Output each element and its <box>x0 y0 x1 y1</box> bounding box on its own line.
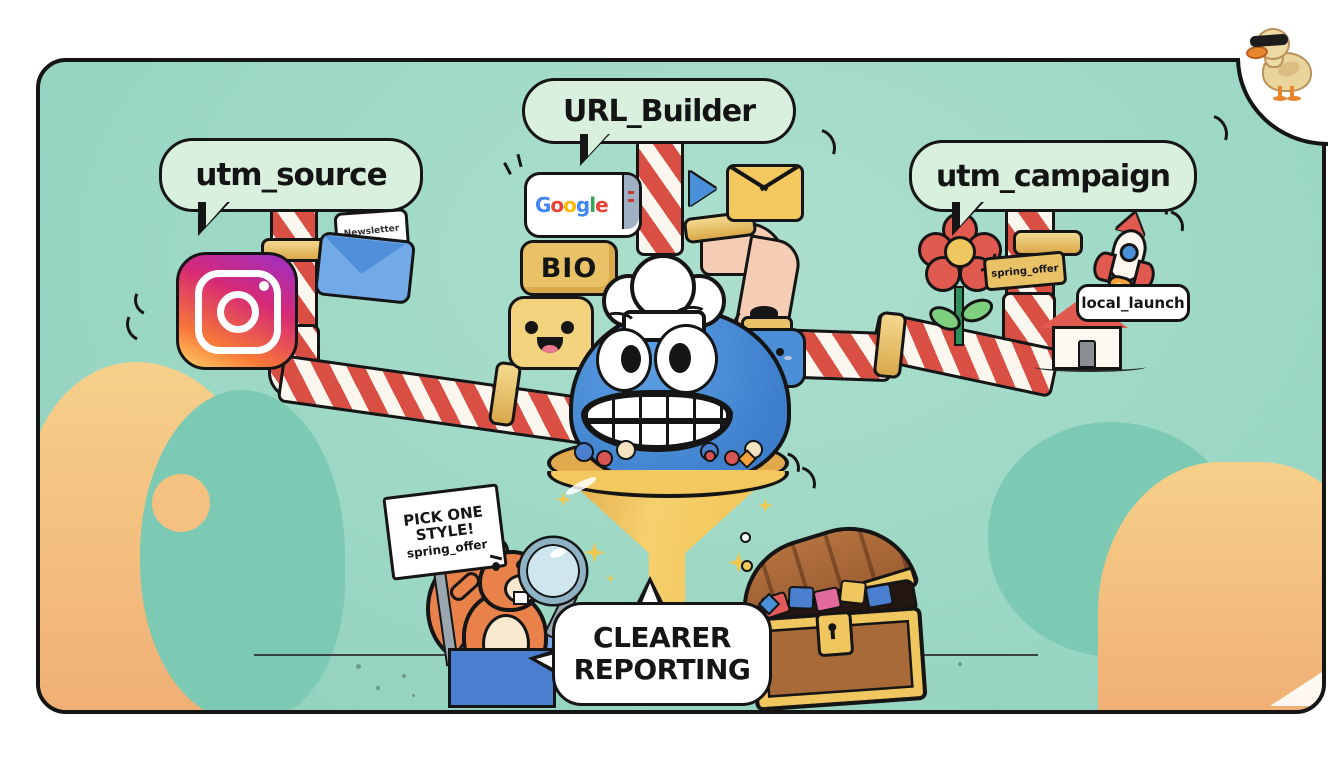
squirrel-eye <box>492 562 500 571</box>
background-circle-orange <box>152 474 210 532</box>
google-letter: e <box>595 193 609 217</box>
ground-speckle <box>402 674 406 678</box>
instagram-camera-frame <box>195 270 281 354</box>
smiley-mouth <box>537 337 563 353</box>
duck-leg <box>1290 86 1294 97</box>
edge-mark <box>628 191 634 194</box>
motion-lines <box>516 153 523 168</box>
character-cheek <box>784 356 792 360</box>
instagram-lens <box>217 291 259 333</box>
google-wordmark: Google <box>535 193 609 217</box>
confetti-dot <box>741 560 753 572</box>
url-builder-label: URL_Builder <box>563 93 756 129</box>
yellow-envelope <box>726 164 804 222</box>
envelope-flap-line <box>759 167 801 191</box>
motion-lines <box>503 162 512 175</box>
smiley-card <box>508 296 594 370</box>
smiley-eye <box>525 321 538 334</box>
local-launch-label: local_launch <box>1076 284 1190 322</box>
reporting-bubble-tail-top <box>641 583 659 605</box>
google-letter: l <box>589 193 596 217</box>
google-letter: o <box>563 193 577 217</box>
confetti-dot <box>740 532 751 543</box>
google-letter: g <box>575 193 590 217</box>
card-edge-strip <box>622 175 639 229</box>
chest-gem <box>864 582 894 609</box>
house-door <box>1078 340 1096 368</box>
edge-mark <box>628 199 634 202</box>
monster-eye <box>654 324 718 394</box>
flower-center <box>944 236 976 268</box>
ground-speckle <box>412 694 415 697</box>
magnifier-glass <box>520 538 586 604</box>
utm-campaign-bubble-tail-fill <box>960 200 983 226</box>
google-letter: G <box>535 193 551 217</box>
utm-source-bubble: utm_source <box>159 138 423 212</box>
reporting-line-1: CLEARER <box>593 620 731 654</box>
house-ground-line <box>1034 362 1146 372</box>
confetti-dot <box>704 450 716 462</box>
main-panel: Newsletter Google BIO <box>36 58 1326 714</box>
chef-hat-puff <box>630 254 696 320</box>
utm-campaign-bubble: utm_campaign <box>909 140 1197 212</box>
spring-offer-tag-label: spring_offer <box>990 262 1060 280</box>
utm-campaign-label: utm_campaign <box>935 158 1171 194</box>
magnifier-glint <box>549 546 567 560</box>
monster-pupil <box>621 345 641 373</box>
background-blob-teal-left <box>140 390 345 710</box>
candy <box>596 450 613 467</box>
sparkle-icon <box>758 498 773 513</box>
instagram-dot <box>259 281 269 291</box>
clearer-reporting-bubble: CLEARER REPORTING <box>552 602 772 706</box>
smiley-tongue <box>542 345 558 353</box>
candy <box>574 442 594 462</box>
url-builder-bubble: URL_Builder <box>522 78 796 144</box>
chest-gem <box>787 585 815 610</box>
pipe-coupling <box>872 310 908 380</box>
squirrel-teeth <box>513 591 529 605</box>
utm-source-bubble-tail-fill <box>206 200 229 226</box>
google-letter: o <box>550 193 564 217</box>
character-eye <box>776 348 784 356</box>
candy <box>616 440 636 460</box>
red-flower <box>916 212 1002 346</box>
bio-label: BIO <box>540 252 598 284</box>
monster-teeth <box>588 397 726 445</box>
sparkle-icon <box>606 574 615 583</box>
chest-gem <box>838 579 868 605</box>
instagram-logo <box>176 252 298 370</box>
url-builder-bubble-tail-fill <box>588 132 610 156</box>
utm-source-label: utm_source <box>195 157 387 193</box>
ground-speckle <box>958 662 962 666</box>
bio-link-badge: BIO <box>520 240 618 296</box>
pipe-center-vertical <box>636 128 684 256</box>
smiley-eye <box>561 321 574 334</box>
monster-eye <box>596 328 652 392</box>
play-arrow-icon <box>690 172 716 206</box>
google-search-card: Google <box>524 172 642 238</box>
reporting-line-2: REPORTING <box>573 653 751 686</box>
duck-with-sunglasses-icon <box>1245 12 1320 108</box>
ground-speckle <box>376 686 380 690</box>
ground-speckle <box>356 664 361 669</box>
monster-pupil <box>669 343 691 373</box>
duck-leg <box>1278 86 1282 97</box>
newsletter-envelope: Newsletter <box>313 205 419 311</box>
pick-one-style-sign: PICK ONE STYLE! spring_offer <box>382 483 508 581</box>
monster-grin <box>581 390 733 452</box>
background-blob-orange-right <box>1098 462 1322 710</box>
chest-keyhole-stem <box>830 629 836 640</box>
duck-foot <box>1287 96 1301 101</box>
sparkle-icon <box>584 542 605 563</box>
spring-offer-tag: spring_offer <box>982 250 1068 292</box>
chest-keyhole-plate <box>815 610 855 658</box>
duck-foot <box>1273 96 1287 101</box>
email-send <box>690 164 804 222</box>
local-launch-text: local_launch <box>1081 294 1185 312</box>
